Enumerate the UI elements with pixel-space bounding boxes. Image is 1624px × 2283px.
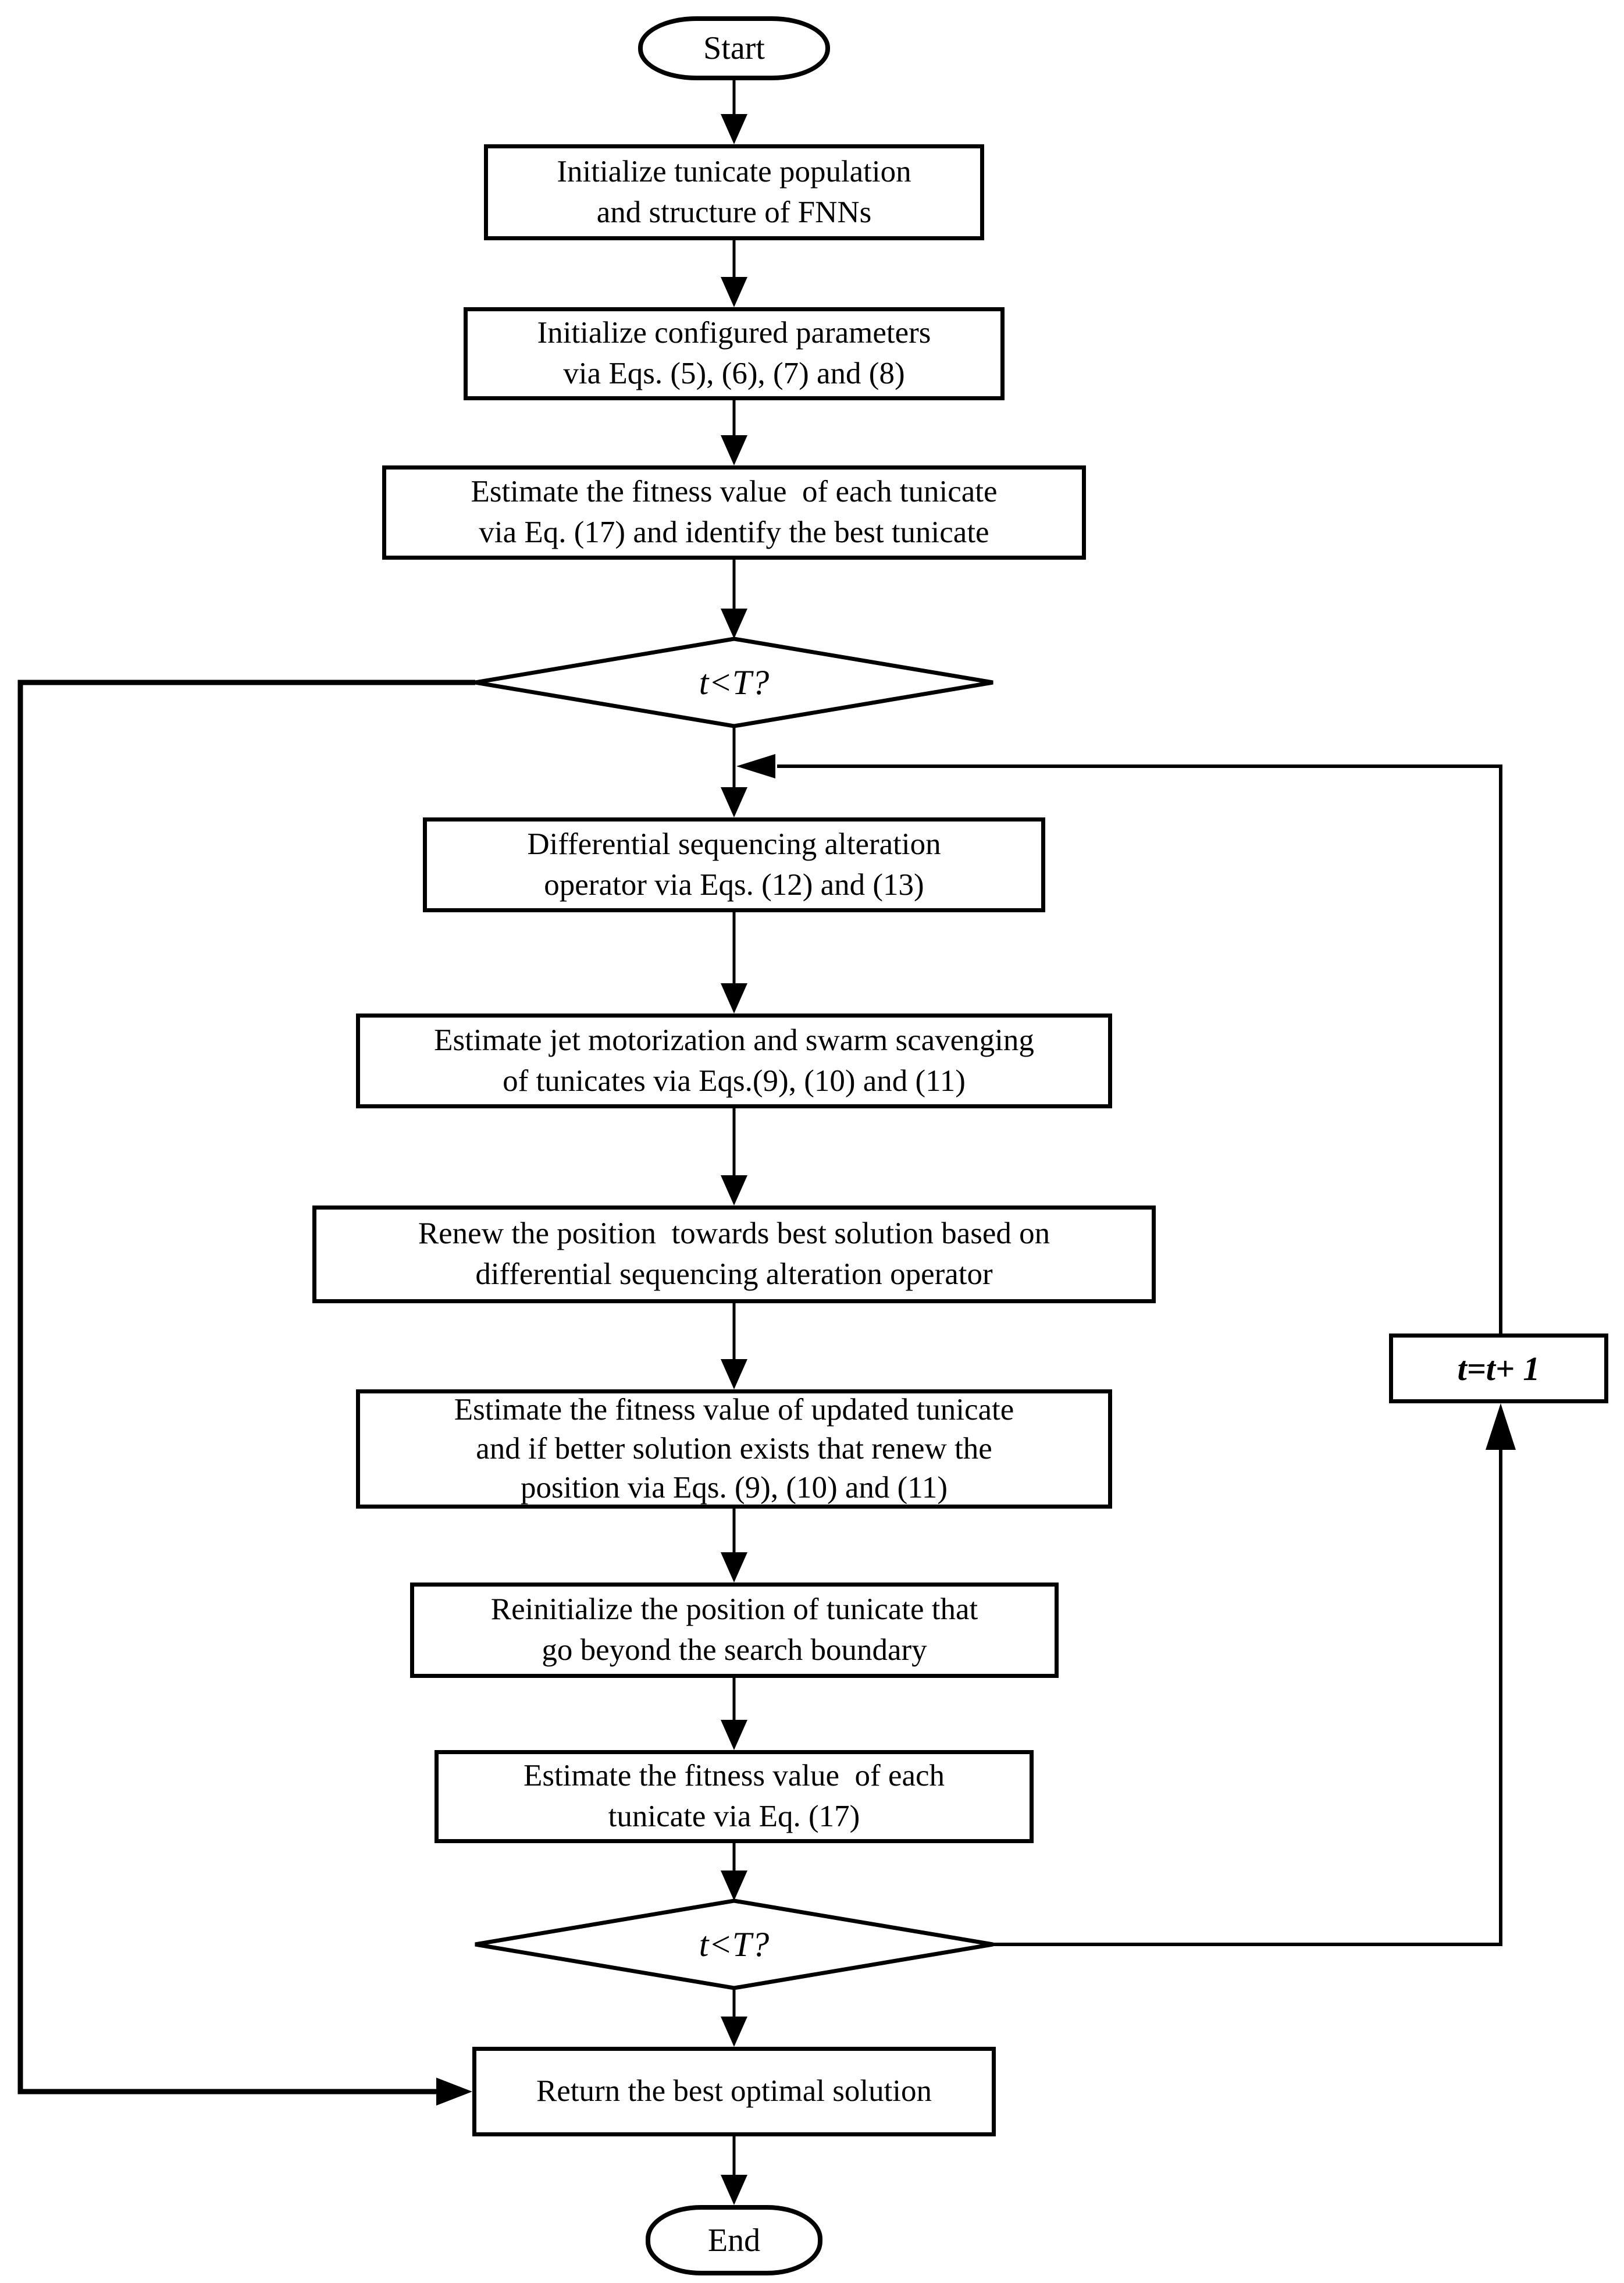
edge-decision-inner-to-counter: [993, 1449, 1502, 1946]
process-jet-motorization-label: Estimate jet motorization and swarm scav…: [434, 1023, 1034, 1098]
process-init-parameters: Initialize configured parameters via Eqs…: [464, 307, 1005, 400]
process-init-population: Initialize tunicate population and struc…: [484, 144, 984, 240]
decision-inner-label-box: t<T?: [475, 1901, 993, 1988]
arrowhead-into-return-top: [721, 2017, 747, 2047]
arrowhead-into-estimate-updated: [721, 1359, 747, 1389]
decision-inner-diamond: [475, 1898, 993, 1990]
arrowhead-into-renew: [721, 1175, 747, 1205]
process-return-best-label: Return the best optimal solution: [536, 2074, 932, 2108]
arrowhead-into-init: [721, 114, 747, 144]
arrowhead-into-decision-inner: [721, 1871, 747, 1901]
process-estimate-each-label: Estimate the fitness value of each tunic…: [523, 1759, 945, 1833]
process-diff-seq-operator: Differential sequencing alteration opera…: [423, 817, 1045, 912]
process-init-parameters-label: Initialize configured parameters via Eqs…: [537, 316, 931, 390]
process-diff-seq-operator-label: Differential sequencing alteration opera…: [527, 827, 941, 902]
start-label: Start: [703, 30, 765, 66]
process-estimate-each: Estimate the fitness value of each tunic…: [435, 1750, 1034, 1843]
decision-outer-diamond: [475, 636, 993, 728]
process-estimate-fitness-best: Estimate the fitness value of each tunic…: [382, 465, 1086, 560]
process-increment-counter: t=t+ 1: [1389, 1333, 1608, 1403]
arrowhead-into-diff: [721, 787, 747, 817]
process-jet-motorization: Estimate jet motorization and swarm scav…: [356, 1014, 1112, 1108]
decision-outer-label-box: t<T?: [475, 639, 993, 726]
process-reinitialize-label: Reinitialize the position of tunicate th…: [490, 1592, 978, 1667]
process-renew-position: Renew the position towards best solution…: [312, 1205, 1156, 1303]
edge-counter-to-mainline: [777, 764, 1502, 1333]
arrowhead-into-return-left: [436, 2078, 472, 2106]
process-estimate-updated-label: Estimate the fitness value of updated tu…: [454, 1393, 1014, 1505]
decision-outer-label: t<T?: [699, 663, 770, 702]
edge-decision-outer-to-return: [17, 680, 475, 2094]
process-return-best: Return the best optimal solution: [472, 2047, 996, 2136]
end-label: End: [707, 2222, 761, 2259]
process-init-population-label: Initialize tunicate population and struc…: [557, 154, 911, 229]
process-reinitialize: Reinitialize the position of tunicate th…: [410, 1583, 1059, 1678]
end-terminator: End: [646, 2205, 822, 2275]
arrowhead-into-counter-up: [1486, 1403, 1516, 1450]
decision-inner-label: t<T?: [699, 1925, 770, 1964]
arrowhead-loop-left: [736, 754, 775, 778]
arrowhead-into-fitness: [721, 435, 747, 465]
process-estimate-updated: Estimate the fitness value of updated tu…: [356, 1389, 1112, 1509]
arrowhead-into-jet: [721, 983, 747, 1014]
arrowhead-into-reinit: [721, 1552, 747, 1583]
arrowhead-into-end: [721, 2175, 747, 2205]
process-increment-counter-label: t=t+ 1: [1457, 1349, 1540, 1388]
arrowhead-into-params: [721, 277, 747, 307]
start-terminator: Start: [638, 16, 830, 80]
arrowhead-into-decision-outer: [721, 609, 747, 639]
process-estimate-fitness-best-label: Estimate the fitness value of each tunic…: [471, 475, 998, 549]
process-renew-position-label: Renew the position towards best solution…: [418, 1217, 1050, 1291]
arrowhead-into-estimate-each: [721, 1720, 747, 1750]
